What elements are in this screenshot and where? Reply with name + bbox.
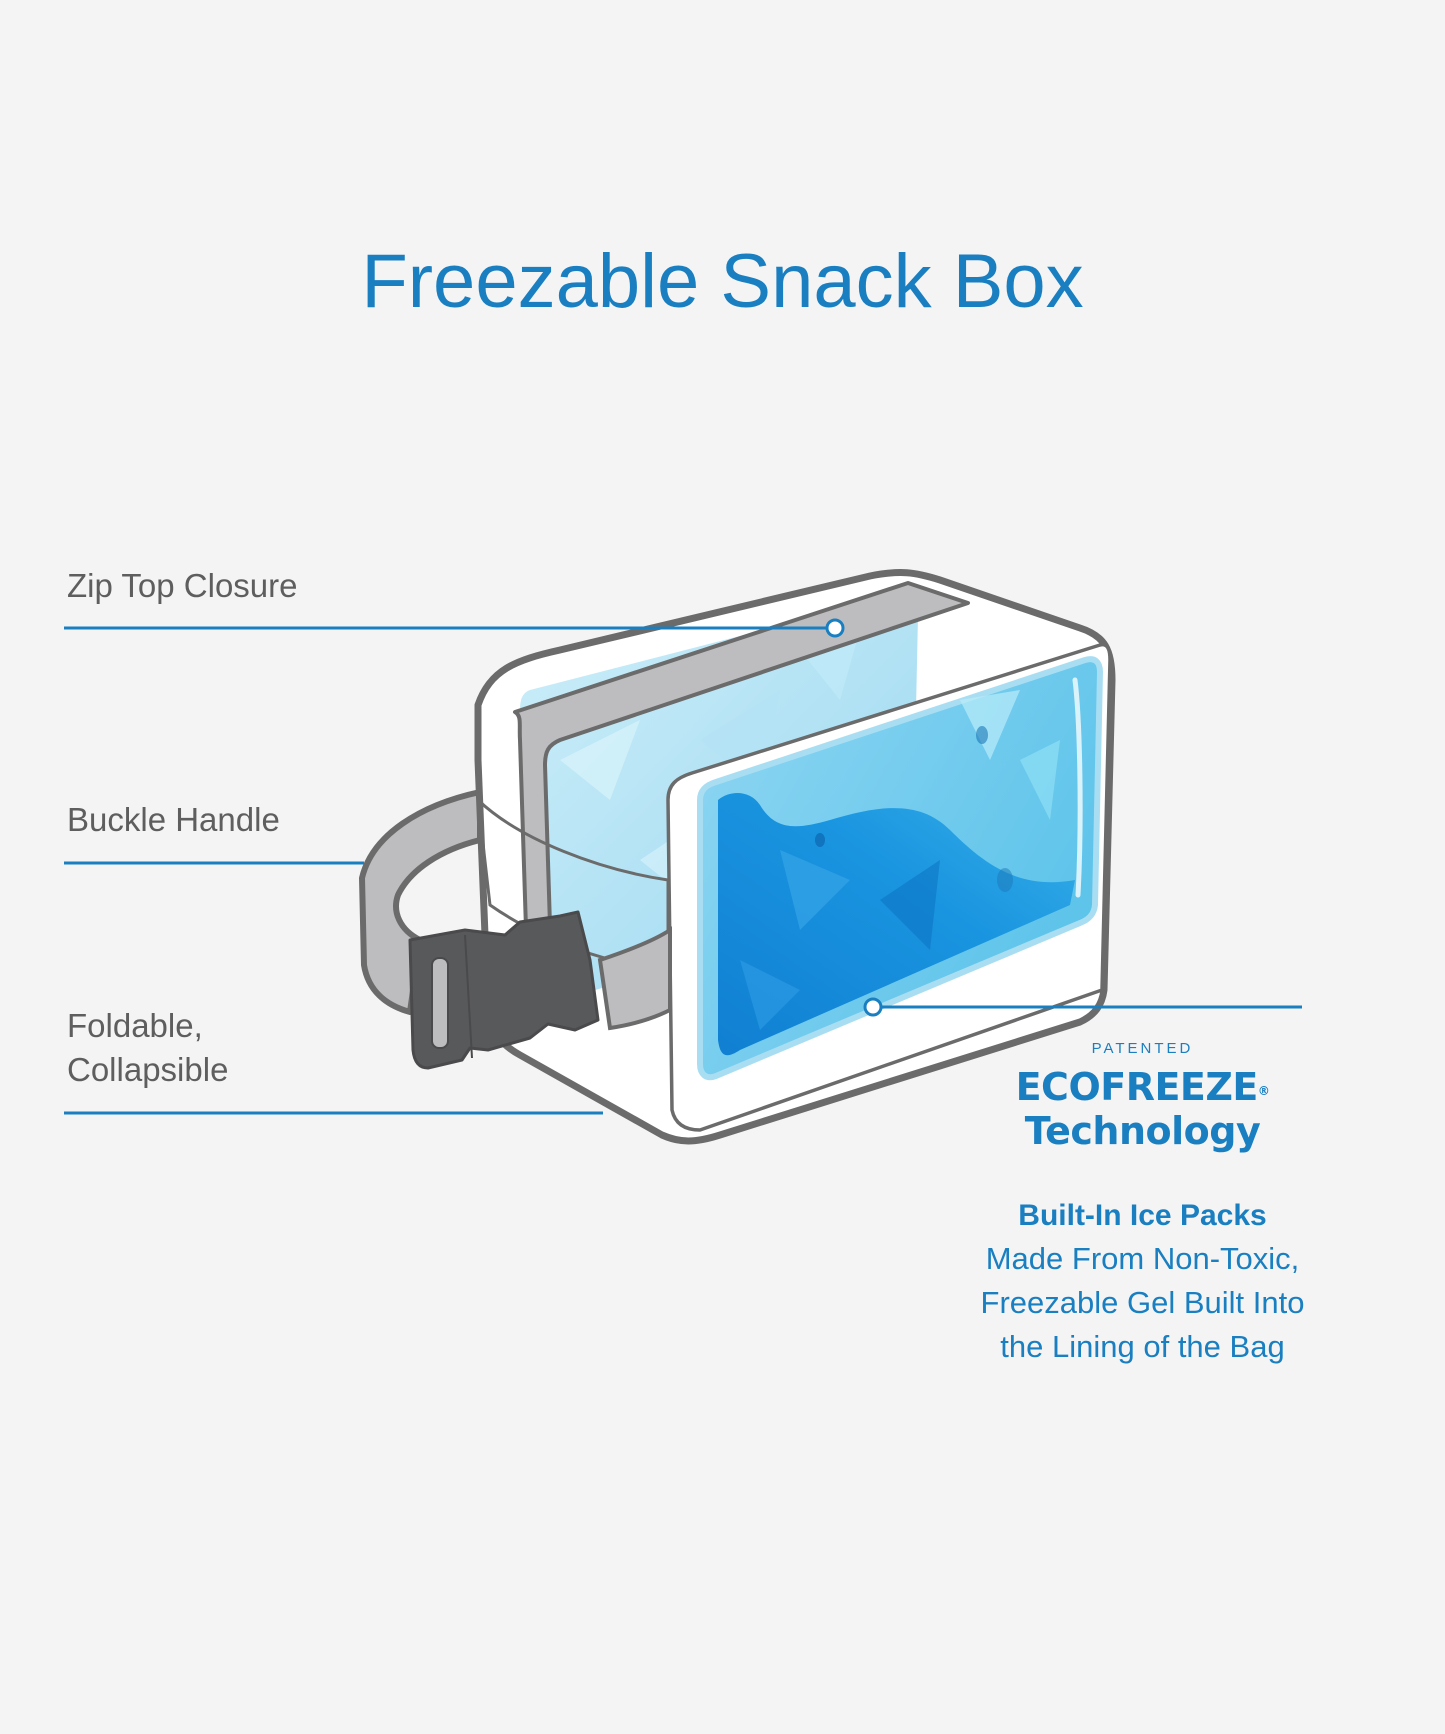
buckle-handle-strap xyxy=(359,789,483,1015)
feature-heading: Built-In Ice Packs xyxy=(1018,1199,1267,1232)
feature-desc-line-3: the Lining of the Bag xyxy=(1000,1329,1285,1364)
registered-mark-icon: ® xyxy=(1257,1084,1270,1098)
bag-body xyxy=(474,569,1116,1145)
label-foldable-line2: Collapsible xyxy=(67,1051,229,1088)
ecofreeze-technology-badge: PATENTED ECOFREEZE® Technology xyxy=(960,1040,1325,1153)
feature-desc-line-2: Freezable Gel Built Into xyxy=(980,1285,1305,1320)
patented-label: PATENTED xyxy=(1091,1040,1194,1057)
label-zip-top-closure: Zip Top Closure xyxy=(67,567,298,604)
callout-line-ice-pack xyxy=(863,997,1302,1017)
callout-line-zip xyxy=(64,618,845,638)
ecofreeze-brand: ECOFREEZE® xyxy=(960,1065,1325,1109)
feature-desc-line-1: Made From Non-Toxic, xyxy=(985,1241,1300,1276)
ecofreeze-brand-name: ECOFREEZE xyxy=(1015,1065,1259,1109)
label-buckle-handle: Buckle Handle xyxy=(67,801,280,838)
technology-label: Technology xyxy=(1024,1109,1261,1153)
label-foldable-collapsible: Foldable, Collapsible xyxy=(67,1004,228,1092)
label-foldable-line1: Foldable, xyxy=(67,1007,203,1044)
ice-pack-feature: Built-In Ice Packs Made From Non-Toxic, … xyxy=(930,1195,1355,1369)
page-title: Freezable Snack Box xyxy=(361,239,1084,324)
buckle-icon xyxy=(408,910,600,1070)
